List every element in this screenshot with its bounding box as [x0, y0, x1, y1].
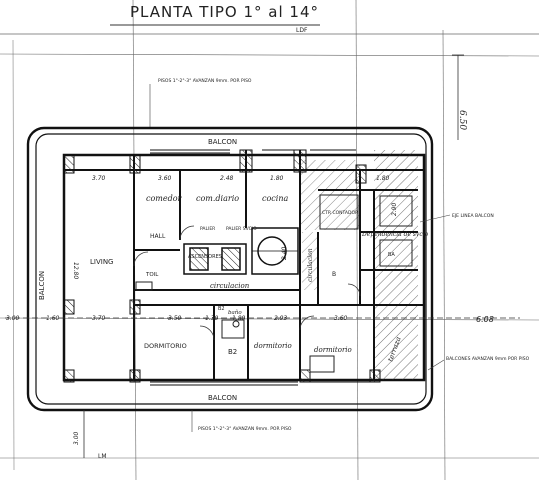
dim-360-bottom: 3.60	[334, 315, 348, 322]
label-lm: LM	[98, 453, 107, 460]
room-palier: PALIER	[200, 226, 215, 232]
room-hall: HALL	[150, 233, 166, 240]
dim-right-650: 6.50	[452, 54, 467, 140]
note-bottom: PISOS 1°-2°-3° AVANZAN 9mm. POR PISO	[198, 426, 292, 432]
room-b: B	[332, 271, 336, 278]
window-marks	[150, 149, 370, 386]
note-top: PISOS 1°-2°-3° AVANZAN 9mm. POR PISO	[158, 78, 252, 84]
header-right-text: LDF	[296, 27, 308, 34]
dim-300-bottom: 3.00	[73, 431, 80, 445]
room-circulacion: circulacion	[210, 282, 250, 290]
dim-1280: 12.80	[72, 262, 79, 279]
room-dormitorio-1: DORMITORIO	[144, 342, 187, 350]
room-ctr-contador: CTR CONTADOR	[322, 210, 358, 216]
room-com-diario: com.diario	[196, 194, 239, 203]
room-ascensores: ASCENSORES	[188, 254, 222, 260]
room-ba: BA	[388, 252, 395, 258]
room-toil: TOIL	[145, 272, 159, 278]
dim-248: 2.48	[220, 175, 234, 182]
note-balcones-leader	[427, 359, 445, 371]
dim-160: 1.60	[46, 315, 60, 322]
dim-290: 2.90	[391, 202, 398, 216]
balcony-outline-inner	[35, 133, 427, 405]
note-balcones-avanzan: BALCONES AVANZAN 9mm POR PISO	[446, 356, 530, 362]
room-circulacion-vertical: circulacion	[307, 248, 314, 282]
wall-columns	[63, 149, 381, 383]
room-dependencia: Dependencia de svcio	[361, 231, 429, 238]
dim-180-right: 1.80	[376, 175, 390, 182]
plan-title: PLANTA TIPO 1° al 14°	[130, 3, 319, 21]
door-swings	[133, 225, 361, 341]
dimension-labels: 3.70 3.60 2.48 1.80 2.90 1.80 12.80 1.60…	[6, 175, 494, 445]
dim-240: 2.40	[281, 246, 288, 260]
circulacion-hatch	[302, 232, 318, 290]
room-comedor: comedor	[146, 194, 183, 203]
ascensores-core	[183, 227, 299, 275]
dim-350: 3.50	[168, 315, 182, 322]
room-b2-small: B2	[218, 306, 225, 312]
room-bano: baño	[228, 309, 242, 316]
room-living: LIVING	[90, 258, 113, 266]
dim-370-top: 3.70	[92, 175, 106, 182]
terraza-hatch	[374, 150, 418, 380]
room-dormitorio-3: dormitorio	[314, 346, 352, 354]
interior-walls	[64, 150, 424, 380]
room-palier-svc: PALIER SVCIO	[226, 226, 257, 232]
room-balcon-bottom: BALCON	[208, 394, 237, 402]
dim-370-bottom: 3.70	[92, 315, 106, 322]
dim-608: 6.08	[476, 315, 494, 324]
room-b2: B2	[228, 348, 237, 356]
svg-text:6.50: 6.50	[457, 110, 467, 130]
note-eje-leader	[419, 214, 451, 223]
main-walls	[62, 153, 426, 382]
dim-180-top: 1.80	[270, 175, 284, 182]
dim-300-left: 3.00	[6, 315, 20, 322]
fixtures	[135, 194, 413, 373]
room-cocina: cocina	[262, 194, 288, 203]
dim-360-top: 3.60	[158, 175, 172, 182]
room-balcon-top: BALCON	[208, 138, 237, 146]
dim-130: 1.30	[205, 315, 219, 322]
dim-180-mid: 1.80	[232, 315, 246, 322]
room-balcon-left: BALCON	[38, 271, 46, 300]
dim-293: 2.93	[274, 315, 288, 322]
room-dormitorio-2: dormitorio	[254, 342, 292, 350]
balcony-outline-outer	[26, 126, 434, 412]
note-eje-linea-balcon: EJE LINEA BALCON	[452, 213, 494, 219]
